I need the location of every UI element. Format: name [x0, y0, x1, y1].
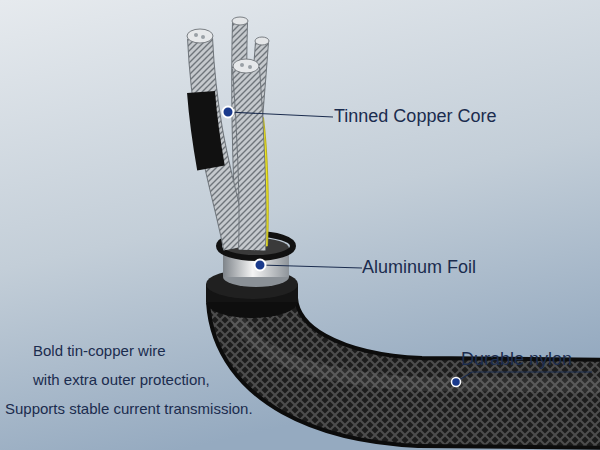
leader-line	[456, 372, 592, 382]
wire-end	[232, 17, 248, 25]
leader-lines	[228, 112, 592, 382]
strand-dot	[248, 65, 252, 69]
strand-dot	[194, 33, 198, 37]
copper-wire	[200, 38, 236, 248]
leader-dots	[223, 107, 461, 387]
wire-end	[255, 37, 269, 45]
leader-dot	[255, 260, 266, 271]
note-text: Supports stable current transmission.	[5, 401, 253, 418]
leader-line	[260, 265, 362, 268]
leader-dot	[452, 378, 461, 387]
note-text: with extra outer protection,	[33, 372, 210, 389]
part-label: Tinned Copper Core	[334, 107, 496, 127]
nylon-highlight	[232, 300, 600, 386]
leader-dot	[223, 107, 234, 118]
part-label: Aluminum Foil	[362, 258, 476, 278]
note-text: Bold tin-copper wire	[33, 343, 166, 360]
wire-end	[187, 29, 213, 43]
leader-line	[228, 112, 333, 117]
copper-wire	[246, 68, 253, 250]
strand-dot	[240, 63, 244, 67]
nylon-jacket	[232, 300, 600, 404]
wire-end	[233, 59, 259, 73]
wire-insulation	[201, 92, 211, 168]
wire-edge	[200, 38, 236, 248]
wire-edge	[246, 68, 253, 250]
strand-dot	[201, 35, 205, 39]
part-label: Durable nylon	[461, 350, 572, 370]
wires	[187, 17, 269, 250]
